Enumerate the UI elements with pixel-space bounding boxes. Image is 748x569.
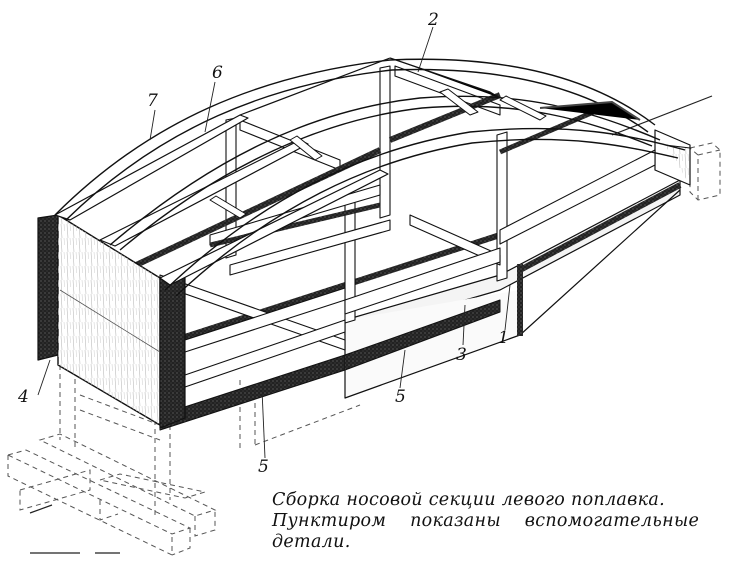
callout-7: 7	[147, 91, 158, 111]
auxiliary-parts-dashed	[6, 142, 721, 556]
callout-3: 3	[456, 345, 467, 365]
figure-caption: Сборка носовой секции левого поплавка. П…	[272, 490, 742, 553]
caption-line-1: Сборка носовой секции левого поплавка.	[272, 490, 665, 510]
caption-line-3: детали.	[272, 532, 351, 552]
callout-5-lower: 5	[258, 457, 269, 477]
float-frame	[37, 26, 691, 459]
callout-4: 4	[17, 387, 29, 407]
callout-6: 6	[212, 63, 223, 83]
callout-1: 1	[498, 328, 509, 348]
callout-5-upper: 5	[395, 387, 406, 407]
callout-2: 2	[427, 10, 439, 30]
caption-line-2: Пунктиром показаны вспомогательные	[272, 511, 700, 531]
centre-axis-line	[29, 95, 713, 554]
